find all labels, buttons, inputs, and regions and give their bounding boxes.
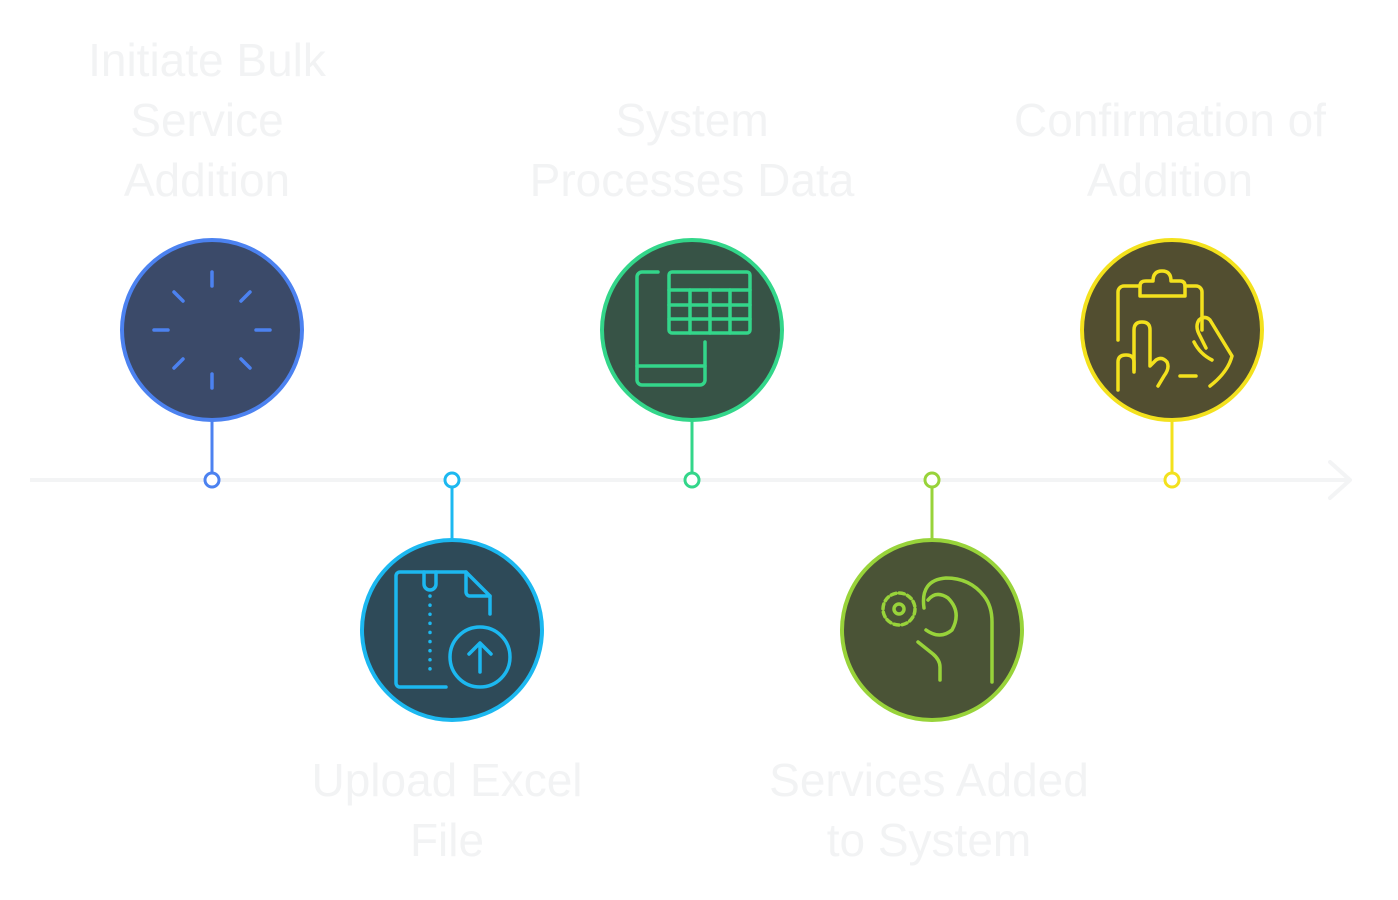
- step-3-marker: [683, 471, 701, 489]
- step-3-badge: [600, 238, 784, 422]
- step-4-marker: [923, 471, 941, 489]
- step-1-badge: [120, 238, 304, 422]
- step-5-marker: [1163, 471, 1181, 489]
- spreadsheet-document-icon: [635, 270, 752, 387]
- step-4: [840, 471, 1024, 722]
- step-4-label: Services Added to System: [769, 754, 1089, 866]
- step-2-marker: [443, 471, 461, 489]
- step-3: [600, 238, 784, 489]
- hand-gear-icon: [881, 576, 994, 684]
- step-1-label: Initiate Bulk Service Addition: [88, 34, 326, 206]
- clipboard-hand-icon: [1116, 269, 1234, 392]
- step-2-badge: [360, 538, 544, 722]
- step-2-label: Upload Excel File: [311, 754, 583, 866]
- step-2: [360, 471, 544, 722]
- step-5: [1080, 238, 1264, 489]
- step-3-label: System Processes Data: [529, 94, 855, 206]
- step-4-badge: [840, 538, 1024, 722]
- step-5-label: Confirmation of Addition: [1014, 94, 1326, 206]
- step-5-badge: [1080, 238, 1264, 422]
- step-1: [120, 238, 304, 489]
- loading-spinner-icon: [152, 270, 272, 390]
- step-1-marker: [203, 471, 221, 489]
- file-upload-icon: [394, 570, 512, 689]
- timeline-arrowhead: [1328, 460, 1352, 500]
